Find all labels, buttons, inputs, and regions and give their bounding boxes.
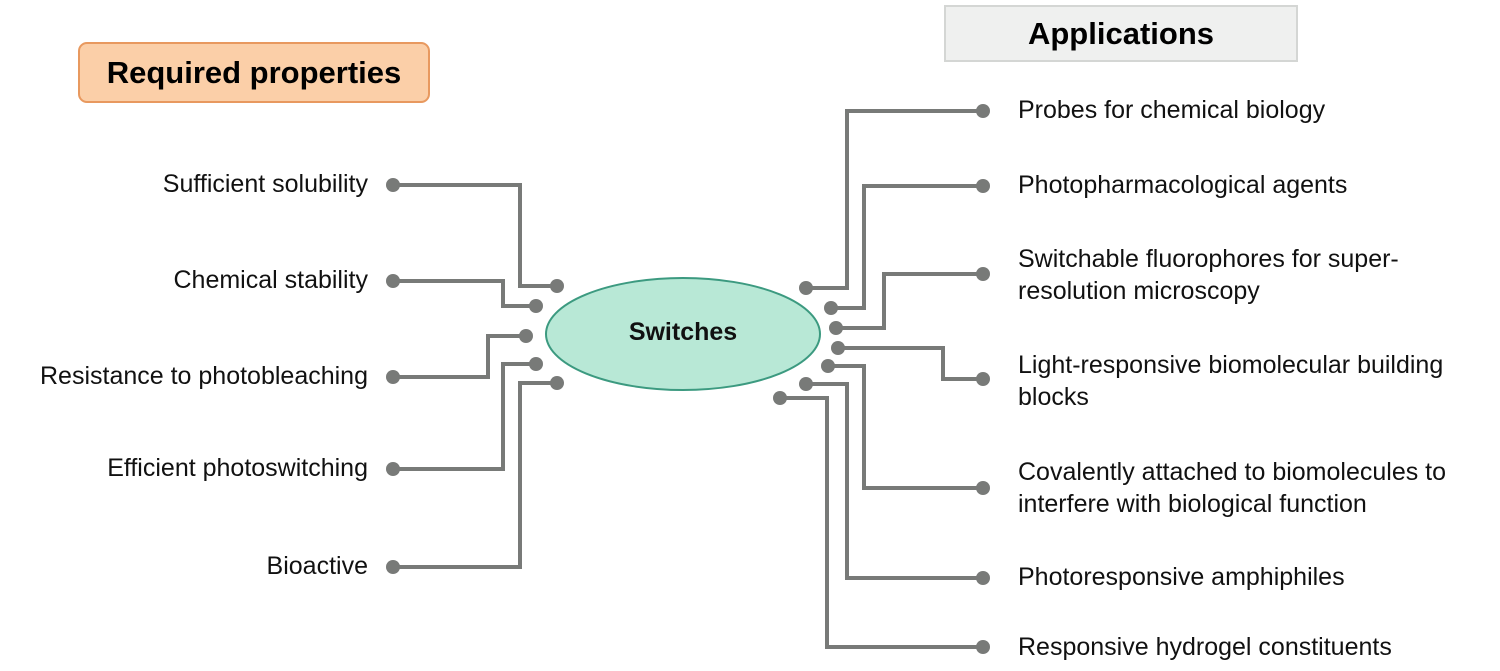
dot-application-inner-7: [773, 391, 787, 405]
property-label: Chemical stability: [173, 266, 368, 294]
property-label: Resistance to photobleaching: [39, 362, 368, 390]
application-label-line: Responsive hydrogel constituents: [1018, 633, 1392, 661]
dot-application-outer-1: [976, 104, 990, 118]
dot-property-outer-4: [386, 462, 400, 476]
application-label: Photopharmacological agents: [1018, 169, 1347, 201]
dot-application-inner-3: [829, 321, 843, 335]
property-label: Bioactive: [266, 552, 368, 580]
application-label-line: Photoresponsive amphiphiles: [1018, 563, 1345, 591]
dot-application-inner-2: [824, 301, 838, 315]
application-label: Covalently attached to biomolecules to in…: [1018, 456, 1446, 520]
dot-application-outer-3: [976, 267, 990, 281]
dot-property-inner-3: [519, 329, 533, 343]
wire-application-2: [831, 184, 983, 310]
wire-property-5: [393, 381, 557, 569]
wire-application-5: [828, 364, 983, 490]
application-label-line: Photopharmacological agents: [1018, 171, 1348, 199]
application-label: Responsive hydrogel constituents: [1018, 631, 1392, 663]
application-label: Switchable fluorophores for super-resolu…: [1018, 243, 1399, 307]
wire-application-7: [780, 396, 983, 649]
switches-label: Switches: [628, 318, 738, 346]
applications-header: Applications: [944, 5, 1298, 62]
application-label-line: blocks: [1018, 383, 1089, 411]
dot-property-outer-1: [386, 178, 400, 192]
dot-property-outer-5: [386, 560, 400, 574]
dot-property-inner-5: [550, 376, 564, 390]
dot-application-inner-1: [799, 281, 813, 295]
dot-property-inner-4: [529, 357, 543, 371]
application-label-line: Probes for chemical biology: [1018, 96, 1326, 124]
switches-node: [545, 277, 821, 391]
dot-application-inner-6: [799, 377, 813, 391]
required-properties-header: Required properties: [78, 42, 430, 103]
application-label: Light-responsive biomolecular building bl…: [1018, 349, 1443, 413]
application-label-line: resolution microscopy: [1018, 277, 1260, 305]
dot-property-outer-3: [386, 370, 400, 384]
dot-application-outer-6: [976, 571, 990, 585]
property-label: Sufficient solubility: [162, 170, 368, 198]
wire-application-3: [836, 272, 983, 330]
dot-application-outer-7: [976, 640, 990, 654]
wire-property-1: [393, 183, 557, 288]
dot-property-inner-1: [550, 279, 564, 293]
wire-property-4: [393, 362, 536, 471]
property-label: Efficient photoswitching: [107, 454, 368, 482]
dot-application-outer-2: [976, 179, 990, 193]
wire-property-3: [393, 334, 526, 379]
wire-property-2: [393, 279, 536, 308]
application-label-line: Switchable fluorophores for super-: [1018, 245, 1399, 273]
dot-application-inner-5: [821, 359, 835, 373]
dot-property-inner-2: [529, 299, 543, 313]
application-label: Photoresponsive amphiphiles: [1018, 561, 1345, 593]
application-label-line: interfere with biological function: [1018, 490, 1367, 518]
wire-application-4: [838, 346, 983, 381]
dot-application-inner-4: [831, 341, 845, 355]
wire-application-6: [806, 382, 983, 580]
dot-application-outer-5: [976, 481, 990, 495]
application-label: Probes for chemical biology: [1018, 94, 1325, 126]
application-label-line: Light-responsive biomolecular building: [1018, 351, 1444, 379]
application-label-line: Covalently attached to biomolecules to: [1018, 458, 1447, 486]
dot-property-outer-2: [386, 274, 400, 288]
dot-application-outer-4: [976, 372, 990, 386]
wire-application-1: [806, 109, 983, 290]
